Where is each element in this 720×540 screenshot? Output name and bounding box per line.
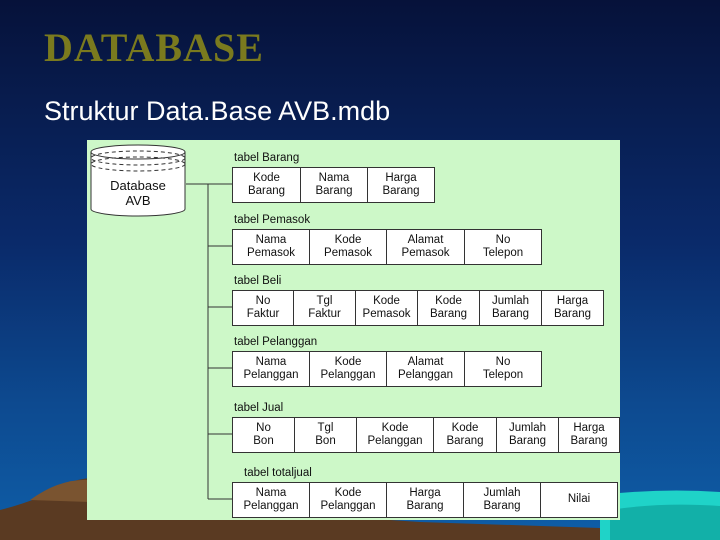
field-cell: Tgl Bon xyxy=(294,418,356,452)
table-label-pemasok: tabel Pemasok xyxy=(234,214,311,226)
table-label-pelanggan: tabel Pelanggan xyxy=(234,336,318,348)
table-pemasok: Nama Pemasok Kode Pemasok Alamat Pemasok… xyxy=(232,229,542,265)
table-barang: Kode Barang Nama Barang Harga Barang xyxy=(232,167,435,203)
field-cell: Nama Pemasok xyxy=(247,233,295,260)
field-cell: Kode Barang xyxy=(247,171,286,198)
field-cell: Kode Pelanggan xyxy=(309,352,386,386)
field-cell: No Faktur xyxy=(246,294,280,321)
table-label-barang: tabel Barang xyxy=(234,152,300,164)
field-cell: Nama Barang xyxy=(300,168,367,202)
database-structure-diagram: Database AVB tabel Barang Kode Barang Na… xyxy=(87,140,620,520)
table-label-totaljual: tabel totaljual xyxy=(244,467,312,479)
field-cell: Alamat Pelanggan xyxy=(386,352,464,386)
table-pelanggan: Nama Pelanggan Kode Pelanggan Alamat Pel… xyxy=(232,351,542,387)
field-cell: No Bon xyxy=(253,421,274,448)
table-label-jual: tabel Jual xyxy=(234,402,284,414)
field-cell: Jumlah Barang xyxy=(496,418,558,452)
field-cell: No Telepon xyxy=(464,230,541,264)
table-totaljual: Nama Pelanggan Kode Pelanggan Harga Bara… xyxy=(232,482,618,518)
table-label-beli: tabel Beli xyxy=(234,275,282,287)
field-cell: Nama Pelanggan xyxy=(243,355,299,382)
database-cylinder-icon xyxy=(90,144,186,217)
connector-lines xyxy=(186,183,232,500)
field-cell: Tgl Faktur xyxy=(293,291,355,325)
field-cell: Harga Barang xyxy=(386,483,463,517)
field-cell: Jumlah Barang xyxy=(463,483,540,517)
field-cell: Jumlah Barang xyxy=(479,291,541,325)
field-cell: Nilai xyxy=(540,483,617,517)
field-cell: Kode Barang xyxy=(433,418,496,452)
database-label: Database AVB xyxy=(110,178,166,208)
field-cell: Kode Pelanggan xyxy=(356,418,433,452)
field-cell: Kode Pemasok xyxy=(309,230,386,264)
field-cell: Nama Pelanggan xyxy=(243,486,299,513)
table-beli: No Faktur Tgl Faktur Kode Pemasok Kode B… xyxy=(232,290,604,326)
field-cell: Alamat Pemasok xyxy=(386,230,464,264)
field-cell: No Telepon xyxy=(464,352,541,386)
field-cell: Kode Barang xyxy=(417,291,479,325)
slide-subtitle: Struktur Data.Base AVB.mdb xyxy=(44,96,391,126)
field-cell: Kode Pelanggan xyxy=(309,483,386,517)
field-cell: Harga Barang xyxy=(541,291,603,325)
table-jual: No Bon Tgl Bon Kode Pelanggan Kode Baran… xyxy=(232,417,620,453)
field-cell: Kode Pemasok xyxy=(355,291,417,325)
slide-title: DATABASE xyxy=(44,25,264,70)
landscape-background xyxy=(0,477,720,540)
field-cell: Harga Barang xyxy=(558,418,619,452)
field-cell: Harga Barang xyxy=(367,168,434,202)
